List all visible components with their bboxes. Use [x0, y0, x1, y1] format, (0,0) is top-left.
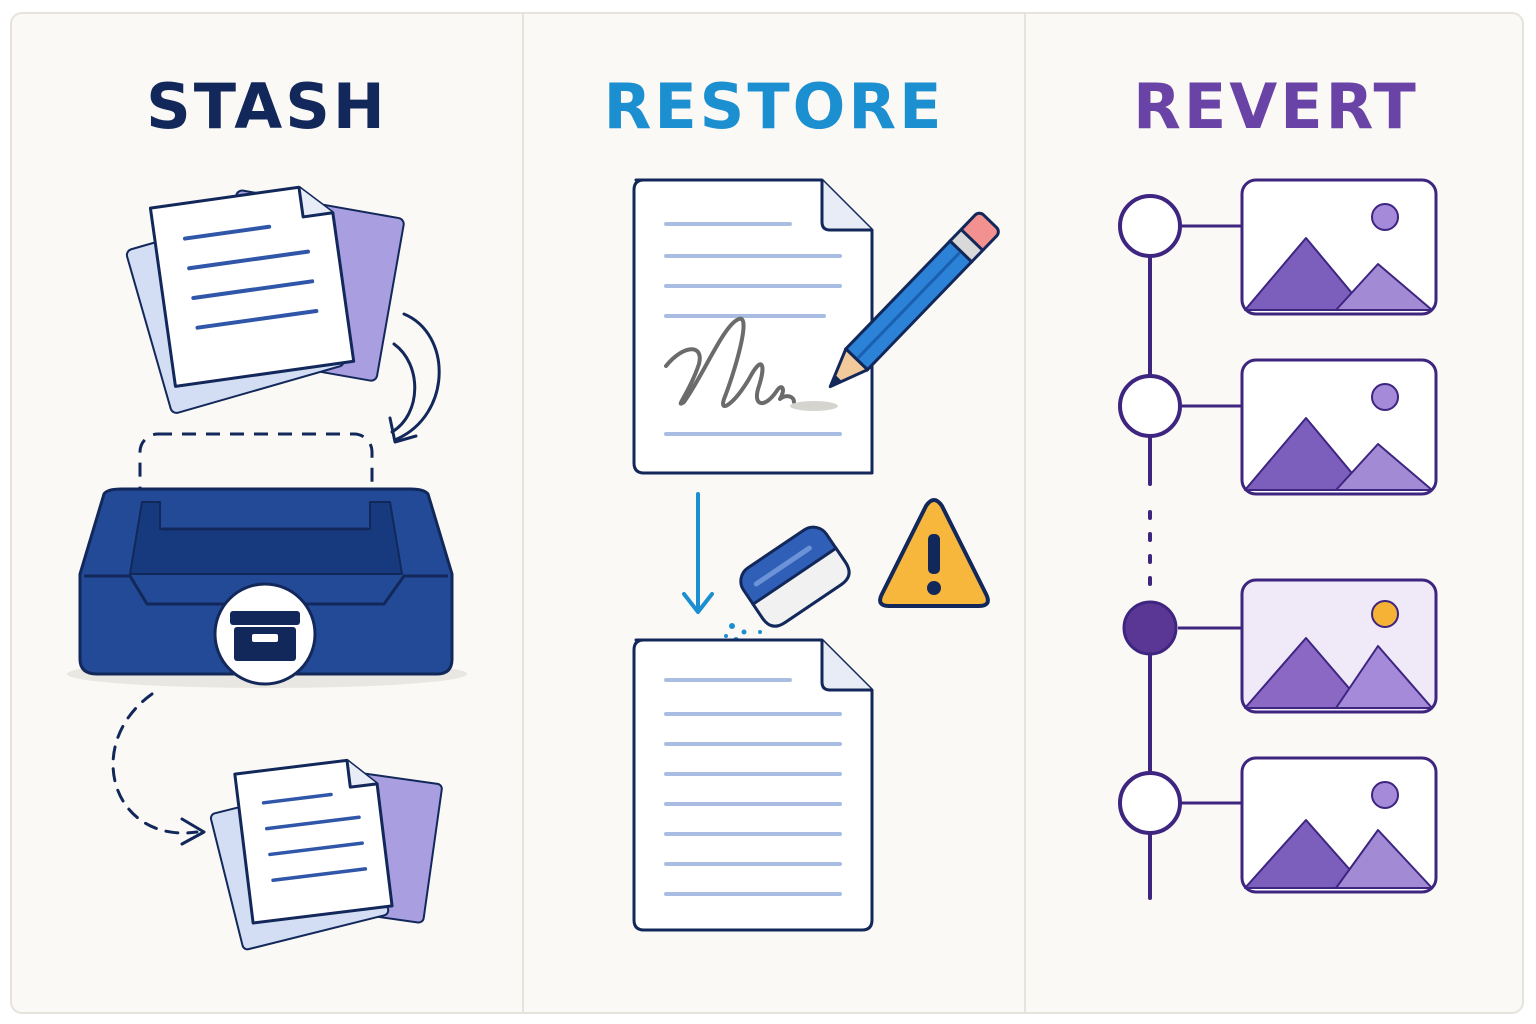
document-stack-icon: [125, 185, 405, 414]
stash-title: STASH: [146, 70, 388, 143]
restore-illustration: [632, 178, 1000, 932]
stash-illustration: [67, 185, 467, 951]
document-stack-icon: [209, 758, 443, 951]
restore-title: RESTORE: [603, 70, 945, 143]
document-icon: [632, 178, 874, 475]
commit-node-icon: [1118, 771, 1182, 835]
document-icon: [632, 638, 874, 932]
image-snapshot-icon: [1240, 178, 1438, 316]
commit-node-icon: [1118, 194, 1182, 258]
image-snapshot-icon: [1240, 358, 1438, 496]
image-snapshot-icon: [1240, 578, 1438, 714]
commit-node-icon: [1118, 374, 1182, 438]
down-arrow-icon: [682, 492, 714, 614]
revert-panel: REVERT: [1024, 14, 1522, 1012]
image-snapshot-icon: [1240, 756, 1438, 894]
pencil-icon: [828, 211, 1000, 389]
revert-title: REVERT: [1133, 70, 1419, 143]
eraser-icon: [739, 525, 851, 628]
dashed-arrow-icon: [111, 692, 206, 846]
current-commit-node-icon: [1122, 600, 1178, 656]
revert-illustration: [1118, 178, 1438, 900]
warning-icon: [878, 498, 990, 608]
curved-arrow-icon: [388, 312, 441, 444]
stash-panel: STASH: [12, 14, 522, 1012]
diagram-frame: STASH: [10, 12, 1524, 1014]
scribble-icon: [664, 316, 796, 408]
restore-panel: RESTORE: [522, 14, 1024, 1012]
archive-box-icon: [213, 582, 317, 686]
timeline-connectors: [1178, 224, 1242, 805]
